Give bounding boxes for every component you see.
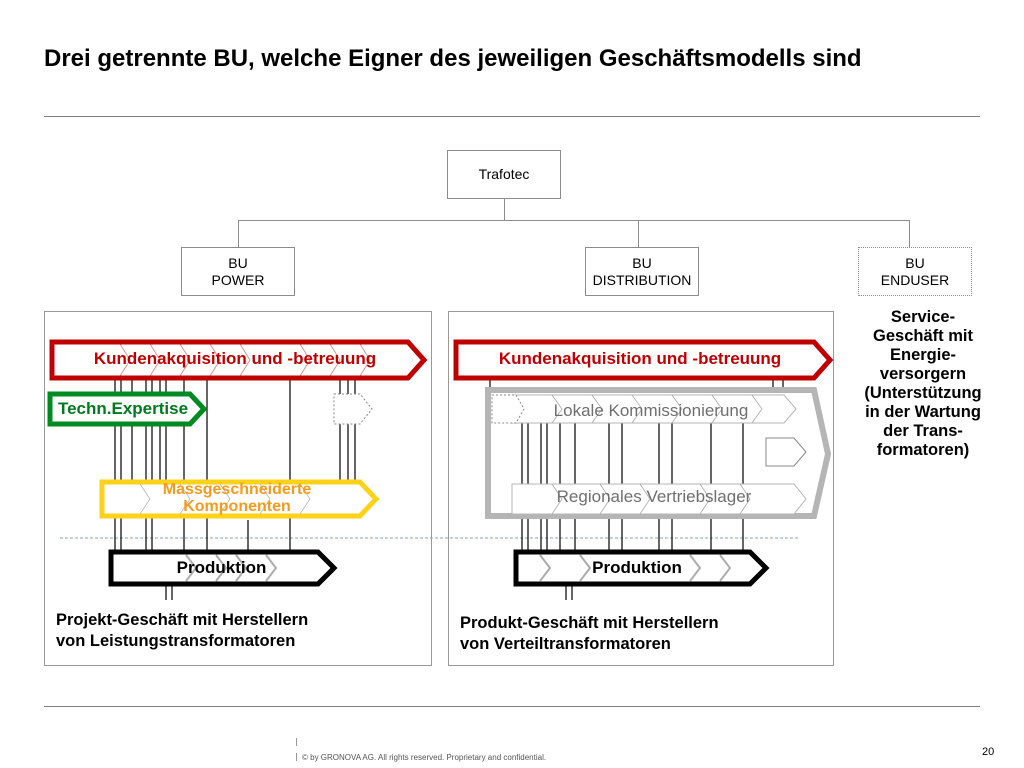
footer-separator — [296, 753, 297, 761]
service-line: in der Wartung — [865, 403, 981, 421]
power-komponenten-label: Komponenten — [183, 498, 291, 515]
footer-separator — [296, 738, 297, 746]
power-caption-line1: Projekt-Geschäft mit Herstellern — [56, 611, 309, 629]
bu-distribution-line2: DISTRIBUTION — [592, 271, 692, 288]
org-box-bu-distribution: BU DISTRIBUTION — [585, 247, 699, 296]
service-line: der Trans- — [883, 422, 963, 440]
org-box-bu-power: BU POWER — [181, 247, 295, 296]
power-produktion-label: Produktion — [176, 558, 267, 577]
bu-power-line1: BU — [228, 254, 248, 271]
service-line: versorgern — [879, 365, 967, 383]
bu-power-line2: POWER — [211, 271, 265, 288]
power-expertise-label: Techn.Expertise — [57, 399, 189, 418]
power-kunden-label: Kundenakquisition und -betreuung — [93, 349, 377, 368]
service-line: (Unterstützung — [864, 384, 982, 402]
power-step-boxes — [333, 393, 373, 425]
power-kunden-chevron — [49, 339, 428, 381]
power-caption-line2: von Leistungstransformatoren — [56, 632, 296, 650]
distribution-produktion-dividers — [539, 554, 732, 582]
bu-enduser-line2: ENDUSER — [880, 271, 950, 288]
distribution-produktion-chevron — [513, 549, 770, 587]
service-line: Service- — [890, 308, 956, 326]
power-produktion-dividers — [185, 554, 278, 582]
power-caption: Projekt-Geschäft mit Herstellern von Lei… — [56, 610, 416, 652]
power-massgeschneiderte-dividers — [139, 483, 311, 515]
power-step-box — [333, 393, 373, 425]
service-line: formatoren) — [876, 441, 970, 459]
org-connector-enduser — [909, 220, 910, 247]
bu-distribution-line1: BU — [632, 254, 652, 271]
distribution-step-box — [765, 437, 807, 467]
power-produktion-chevron — [108, 549, 338, 587]
power-kunden-dividers — [119, 343, 371, 377]
org-connector-power — [238, 220, 239, 247]
service-line: Geschäft mit — [873, 327, 973, 345]
distribution-kommissionierung-label: Lokale Kommissionierung — [553, 401, 749, 420]
distribution-gray-frame-chevron — [485, 387, 832, 519]
power-massgeschneiderte-chevron — [99, 479, 380, 519]
power-massgeschneiderte-label: Massgeschneiderte — [162, 481, 312, 498]
org-box-bu-enduser: BU ENDUSER — [858, 247, 972, 296]
org-connector-horizontal — [238, 220, 910, 221]
distribution-kommissionierung-dividers — [551, 394, 763, 424]
page-title: Drei getrennte BU, welche Eigner des jew… — [44, 45, 862, 72]
org-connector-distribution — [638, 220, 639, 247]
distribution-caption: Produkt-Geschäft mit Herstellern von Ver… — [460, 613, 820, 655]
distribution-caption-line2: von Verteiltransformatoren — [460, 635, 671, 653]
distribution-caption-line1: Produkt-Geschäft mit Herstellern — [460, 614, 719, 632]
footer-divider — [44, 706, 980, 707]
power-expertise-chevron — [47, 391, 208, 427]
distribution-produktion-label: Produktion — [592, 558, 682, 577]
title-divider — [44, 116, 980, 117]
org-root-label: Trafotec — [478, 166, 530, 182]
bu-enduser-line1: BU — [905, 254, 925, 271]
org-connector-root — [504, 198, 505, 220]
enduser-service-text: Service- Geschäft mit Energie- versorger… — [848, 308, 998, 460]
distribution-vertriebslager-chevron — [511, 483, 807, 515]
distribution-dashed-box — [491, 394, 525, 424]
distribution-vertriebslager-label: Regionales Vertriebslager — [556, 487, 752, 506]
service-line: Energie- — [889, 346, 957, 364]
distribution-kunden-label: Kundenakquisition und -betreuung — [498, 349, 782, 368]
distribution-vertriebslager-dividers — [551, 483, 751, 515]
distribution-kunden-chevron — [453, 339, 834, 381]
page-number: 20 — [982, 746, 995, 758]
org-box-trafotec: Trafotec — [447, 150, 561, 199]
footer-copyright: © by GRONOVA AG. All rights reserved. Pr… — [302, 753, 547, 762]
